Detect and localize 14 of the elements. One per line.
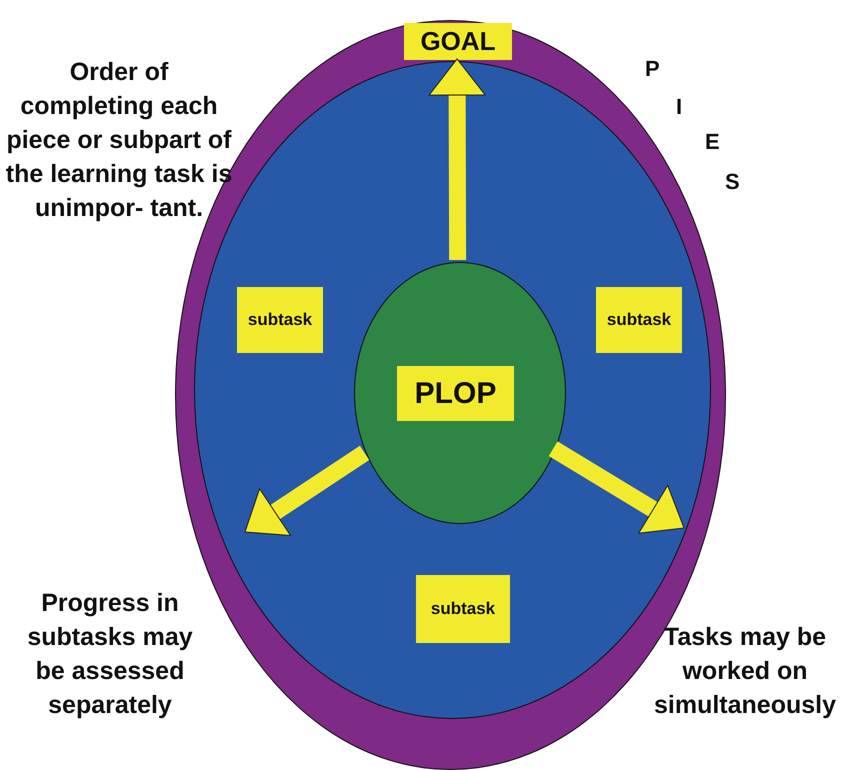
- acronym-letter: I: [676, 93, 682, 121]
- note-text: Progress in subtasks may be assessed separately: [26, 588, 194, 721]
- goal-box: GOAL: [404, 23, 512, 60]
- arrow: [428, 58, 486, 260]
- acronym-letter: S: [725, 168, 740, 196]
- subtask-box: subtask: [596, 287, 682, 353]
- arrow: [244, 446, 370, 536]
- acronym-letter: P: [645, 55, 660, 83]
- plop-box: PLOP: [397, 366, 514, 421]
- acronym-letter: E: [705, 128, 720, 156]
- note-text: Tasks may be worked on simultaneously: [653, 622, 837, 721]
- subtask-box: subtask: [416, 575, 510, 643]
- subtask-box: subtask: [237, 287, 323, 353]
- arrow: [548, 441, 684, 534]
